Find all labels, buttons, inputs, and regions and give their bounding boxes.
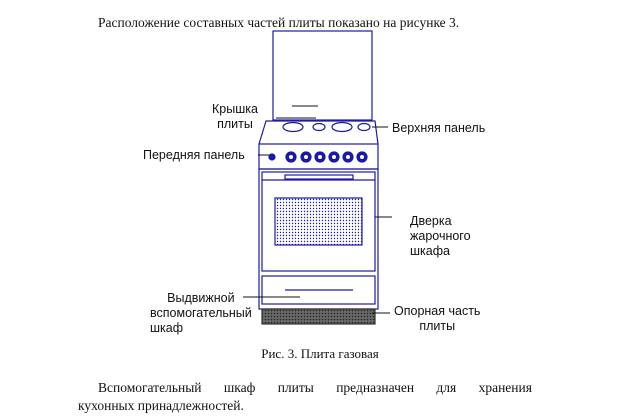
label-oven-door-line1: Дверка <box>410 214 452 228</box>
paragraph-word: шкаф <box>223 380 256 395</box>
oven-window <box>274 197 363 246</box>
paragraph-word: плиты <box>277 380 314 395</box>
paragraph-line-1: Вспомогательный шкаф плиты предназначен … <box>98 380 532 396</box>
label-drawer-line2: вспомогательный <box>150 306 252 320</box>
stove-lid <box>272 30 373 121</box>
label-oven-door: Дверка жарочного шкафа <box>410 214 471 259</box>
paragraph-word: предназначен <box>336 380 415 395</box>
stove-top-panel <box>258 120 379 145</box>
label-drawer-line3: шкаф <box>150 321 184 335</box>
paragraph-word: для <box>436 380 457 395</box>
label-drawer-line1: Выдвижной <box>167 291 235 305</box>
stove-base <box>261 308 376 325</box>
label-base-line1: Опорная часть <box>394 304 481 318</box>
paragraph-word: хранения <box>478 380 532 395</box>
label-base-line2: плиты <box>419 319 456 333</box>
label-front-panel: Передняя панель <box>143 148 245 162</box>
label-oven-door-line2: жарочного <box>410 229 471 243</box>
label-lid-line1: Крышка <box>212 102 258 116</box>
drawer <box>261 275 376 305</box>
label-top-panel: Верхняя панель <box>392 121 486 135</box>
label-oven-door-line3: шкафа <box>410 244 450 258</box>
paragraph-word: Вспомогательный <box>98 380 202 395</box>
figure-caption: Рис. 3. Плита газовая <box>261 346 379 361</box>
oven-door-frame <box>261 171 376 272</box>
label-drawer: Выдвижной вспомогательный шкаф <box>150 291 252 336</box>
label-base: Опорная часть плиты <box>394 304 480 334</box>
paragraph-line-2: кухонных принадлежностей. <box>78 398 244 413</box>
label-lid-line2: плиты <box>217 117 253 131</box>
label-lid: Крышка плиты <box>212 102 258 132</box>
intro-paragraph: Расположение составных частей плиты пока… <box>98 15 460 30</box>
burners <box>282 121 371 133</box>
door-handle <box>284 174 354 180</box>
